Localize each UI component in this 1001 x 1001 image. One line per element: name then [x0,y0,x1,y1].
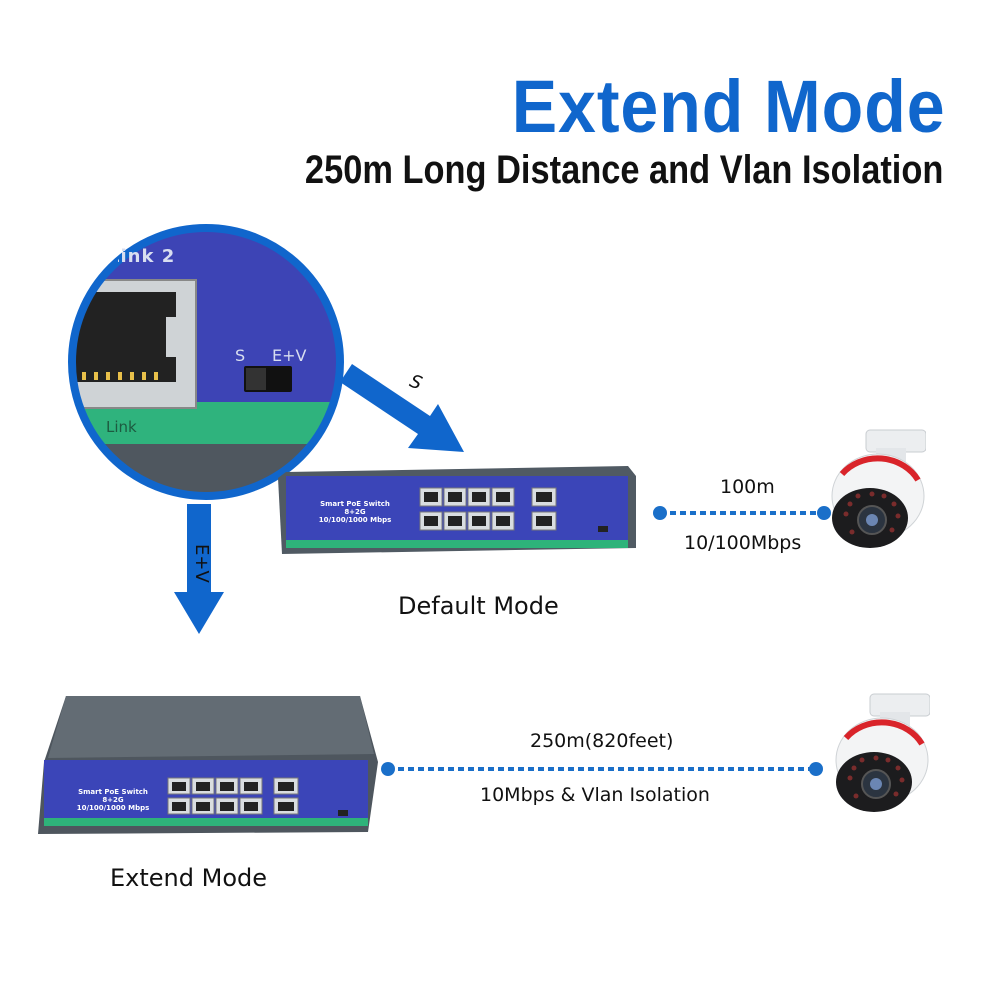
zoom-link-top-label: Link 2 [108,246,176,267]
default-mode-label: Default Mode [398,592,559,620]
default-cable-line [650,502,834,524]
extend-speed-label: 10Mbps & Vlan Isolation [480,784,710,806]
extend-cable-line [378,758,826,780]
default-distance-label: 100m [720,476,775,498]
arrow-ev-icon [174,504,224,634]
extend-mode-switch [38,692,378,834]
zoom-circle [66,222,346,502]
arrow-ev-label: E+V [191,544,212,583]
default-switch-line1: Smart PoE Switch [320,500,390,508]
zoom-switch-ev-label: E+V [272,346,307,365]
default-switch-text: Smart PoE Switch 8+2G 10/100/1000 Mbps [300,500,410,524]
camera-icon [826,424,927,556]
extend-distance-label: 250m(820feet) [530,730,674,752]
extend-mode-label: Extend Mode [110,864,268,892]
default-switch-line3: 10/100/1000 Mbps [318,516,392,525]
zoom-link-bottom-label: Link [106,418,137,436]
default-switch-line2: 8+2G [344,508,366,517]
mode-toggle-switch[interactable] [244,366,292,392]
extend-switch-text: Smart PoE Switch 8+2G 10/100/1000 Mbps [58,788,168,812]
camera-icon [830,688,931,820]
extend-switch-line1: Smart PoE Switch [78,788,148,796]
extend-switch-line3: 10/100/1000 Mbps [76,804,150,813]
page-title: Extend Mode [511,65,945,148]
zoom-switch-s-label: S [235,346,246,365]
default-speed-label: 10/100Mbps [684,532,802,554]
default-mode-switch [278,462,638,554]
extend-switch-line2: 8+2G [102,796,124,805]
arrow-s-icon [340,360,470,460]
page-subtitle: 250m Long Distance and Vlan Isolation [304,148,943,192]
